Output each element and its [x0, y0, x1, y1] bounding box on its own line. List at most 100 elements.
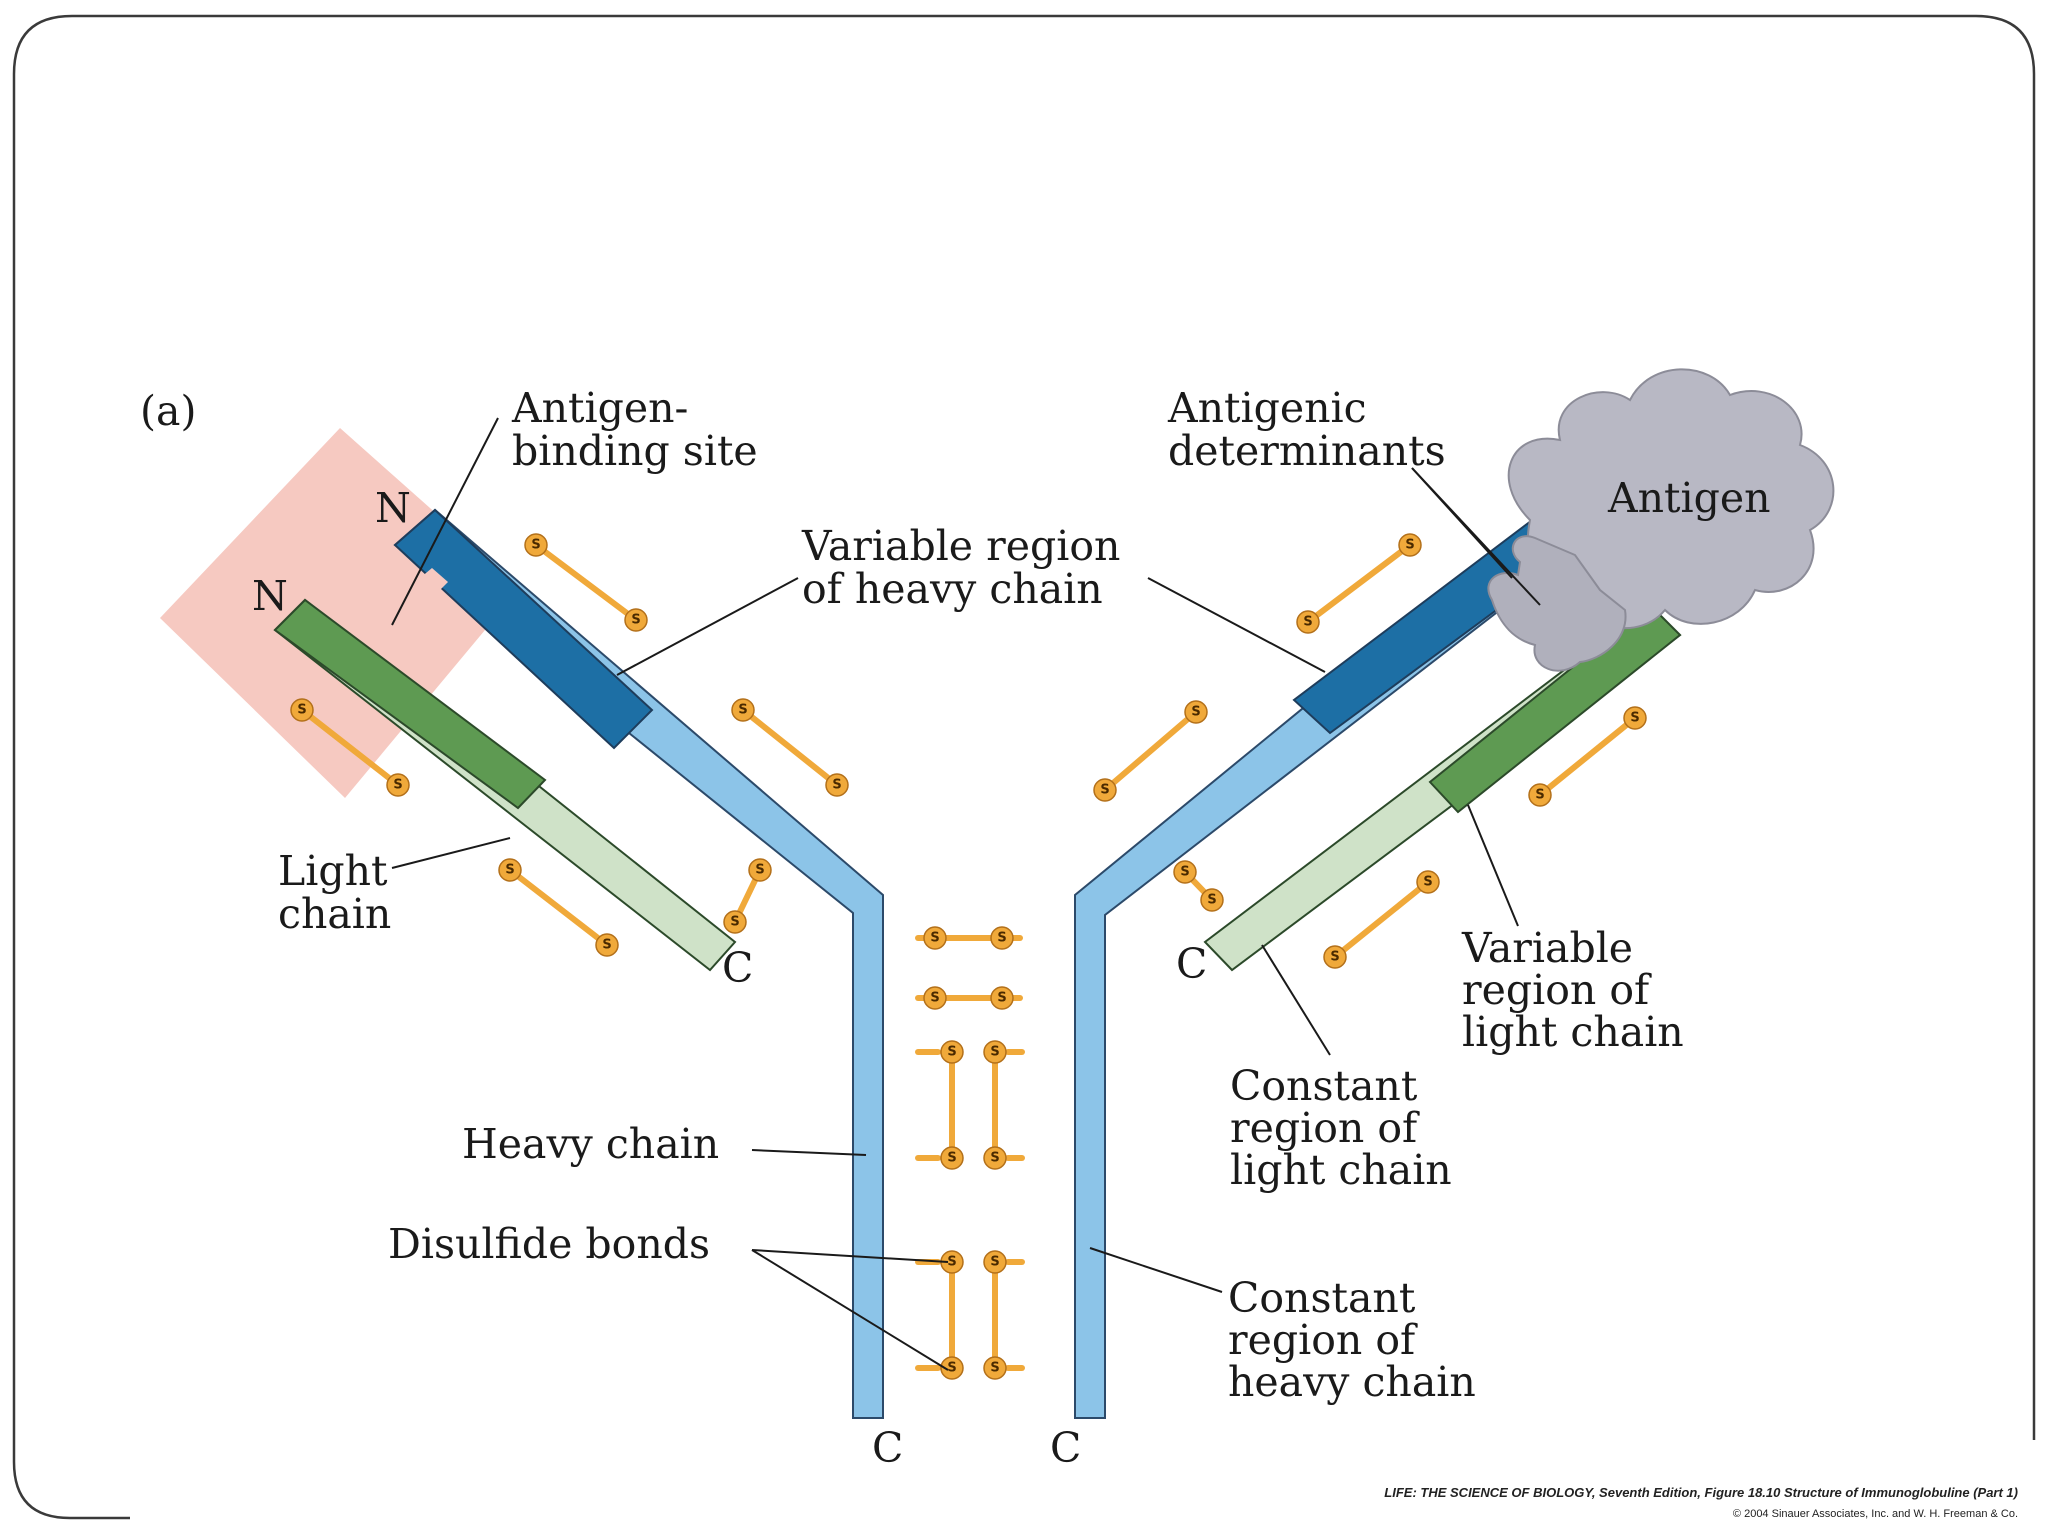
- right-light-chain: [1203, 603, 1682, 972]
- label-constant-region-heavy-line3: heavy chain: [1228, 1358, 1476, 1406]
- sulfur-atom-3: [386, 773, 410, 797]
- sulfur-atom-23: [990, 986, 1014, 1010]
- disulfide-bond-3: [507, 867, 610, 948]
- sulfur-atom-5: [825, 773, 849, 797]
- label-light-chain-line1: Light: [278, 847, 388, 895]
- terminal-n-heavy-left: N: [375, 484, 411, 532]
- label-antigenic-determinants-line1: Antigenic: [1167, 384, 1367, 432]
- left-light-chain: [273, 598, 737, 972]
- sulfur-symbol-11: S: [1303, 615, 1312, 630]
- sulfur-atom-21: [990, 926, 1014, 950]
- label-variable-region-light-line3: light chain: [1462, 1008, 1684, 1056]
- label-antigen-binding-site-line2: binding site: [512, 427, 758, 475]
- sulfur-atom-18: [1173, 860, 1197, 884]
- sulfur-atom-2: [290, 698, 314, 722]
- disulfide-bond-0: [533, 542, 639, 623]
- sulfur-atom-26: [983, 1040, 1007, 1064]
- sulfur-atom-13: [1093, 778, 1117, 802]
- sulfur-symbol-9: S: [755, 863, 764, 878]
- figure-credit: LIFE: THE SCIENCE OF BIOLOGY, Seventh Ed…: [1384, 1485, 2018, 1520]
- label-heavy-chain: Heavy chain: [462, 1120, 719, 1168]
- sulfur-symbol-13: S: [1100, 783, 1109, 798]
- sulfur-symbol-14: S: [1630, 711, 1639, 726]
- sulfur-atom-16: [1416, 870, 1440, 894]
- sulfur-symbol-20: S: [930, 931, 939, 946]
- label-constant-region-heavy-line1: Constant: [1228, 1274, 1416, 1322]
- label-variable-region-light-line2: region of: [1462, 966, 1652, 1014]
- sulfur-symbol-15: S: [1535, 788, 1544, 803]
- sulfur-symbol-22: S: [930, 991, 939, 1006]
- sulfur-symbol-23: S: [997, 991, 1006, 1006]
- label-constant-region-light-line1: Constant: [1230, 1062, 1418, 1110]
- left-heavy-chain: [393, 508, 884, 1419]
- label-antigenic-determinants-line2: determinants: [1168, 427, 1446, 475]
- sulfur-symbol-31: S: [990, 1361, 999, 1376]
- sulfur-atom-0: [524, 533, 548, 557]
- sulfur-symbol-17: S: [1330, 950, 1339, 965]
- label-constant-region-light-line2: region of: [1230, 1104, 1420, 1152]
- sulfur-symbol-25: S: [947, 1151, 956, 1166]
- sulfur-atom-22: [923, 986, 947, 1010]
- label-variable-region-heavy-line1: Variable region: [801, 522, 1120, 570]
- label-variable-region-light-line1: Variable: [1461, 924, 1633, 972]
- disulfide-bond-1: [299, 707, 401, 788]
- right-light-variable-region: [1428, 603, 1682, 814]
- sulfur-atom-14: [1623, 706, 1647, 730]
- sulfur-atom-8: [723, 910, 747, 934]
- label-constant-region-heavy-line2: region of: [1228, 1316, 1418, 1364]
- sulfur-atom-30: [983, 1250, 1007, 1274]
- sulfur-atom-24: [940, 1040, 964, 1064]
- terminal-c-light-left: C: [722, 944, 753, 992]
- sulfur-symbol-12: S: [1191, 705, 1200, 720]
- sulfur-atom-20: [923, 926, 947, 950]
- label-light-chain-line2: chain: [278, 890, 391, 938]
- sulfur-atom-19: [1200, 888, 1224, 912]
- sulfur-atom-29: [940, 1356, 964, 1380]
- leader-lines: [391, 417, 1541, 1371]
- sulfur-symbol-6: S: [505, 863, 514, 878]
- slide-border: [12, 14, 2036, 1520]
- disulfide-bond-5: [1305, 542, 1413, 625]
- label-variable-region-heavy-line2: of heavy chain: [802, 565, 1103, 613]
- terminal-n-light-left: N: [252, 572, 288, 620]
- sulfur-symbol-27: S: [990, 1151, 999, 1166]
- sulfur-symbol-0: S: [531, 538, 540, 553]
- disulfide-bond-6: [1102, 709, 1199, 793]
- sulfur-atom-1: [624, 608, 648, 632]
- terminal-c-light-right: C: [1176, 940, 1207, 988]
- terminal-labels: N N C C C C: [252, 484, 1207, 1472]
- labels: (a) Antigen- binding site Antigenic dete…: [140, 384, 1771, 1406]
- sulfur-atom-10: [1398, 533, 1422, 557]
- sulfur-atom-17: [1323, 945, 1347, 969]
- sulfur-atom-27: [983, 1146, 1007, 1170]
- sulfur-symbol-3: S: [393, 778, 402, 793]
- sulfur-symbol-30: S: [990, 1255, 999, 1270]
- sulfur-symbol-10: S: [1405, 538, 1414, 553]
- terminal-c-heavy-right: C: [1050, 1424, 1081, 1472]
- sulfur-atom-9: [748, 858, 772, 882]
- sulfur-symbol-28: S: [947, 1255, 956, 1270]
- sulfur-symbol-8: S: [730, 915, 739, 930]
- sulfur-symbol-24: S: [947, 1045, 956, 1060]
- sulfur-atom-25: [940, 1146, 964, 1170]
- sulfur-symbol-4: S: [738, 703, 747, 718]
- sulfur-symbol-18: S: [1180, 865, 1189, 880]
- sulfur-symbol-5: S: [832, 778, 841, 793]
- sulfur-symbol-16: S: [1423, 875, 1432, 890]
- left-heavy-variable-region: [393, 508, 654, 750]
- credit-line-2: © 2004 Sinauer Associates, Inc. and W. H…: [1733, 1508, 2018, 1520]
- label-constant-region-light-line3: light chain: [1230, 1146, 1452, 1194]
- disulfide-bond-7: [1537, 715, 1638, 798]
- sulfur-symbol-19: S: [1207, 893, 1216, 908]
- antigen: [1487, 368, 1835, 672]
- sulfur-symbol-29: S: [947, 1361, 956, 1376]
- sulfur-atom-6: [498, 858, 522, 882]
- terminal-c-heavy-left: C: [872, 1424, 903, 1472]
- credit-line-1: LIFE: THE SCIENCE OF BIOLOGY, Seventh Ed…: [1384, 1485, 2018, 1500]
- sulfur-symbol-2: S: [297, 703, 306, 718]
- sulfur-atom-11: [1296, 610, 1320, 634]
- sulfur-atom-31: [983, 1356, 1007, 1380]
